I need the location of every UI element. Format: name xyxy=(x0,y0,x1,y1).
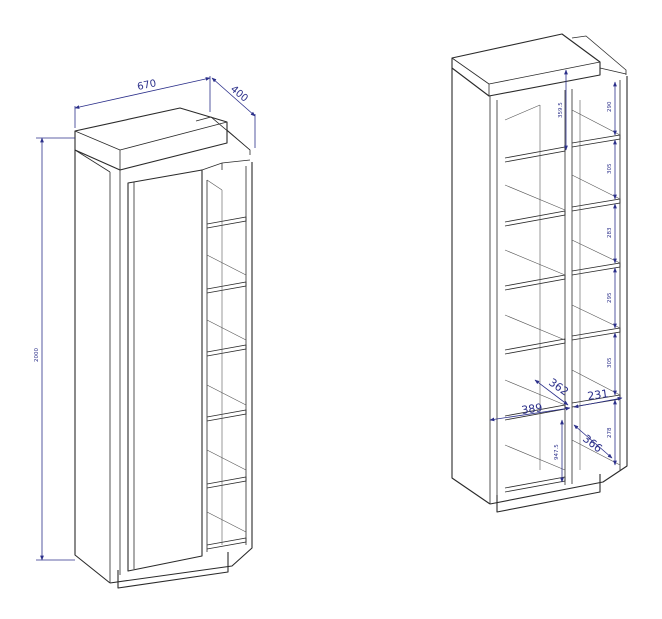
right-left-shelves xyxy=(504,146,566,493)
right-width-dims: 389 231 xyxy=(489,387,623,422)
shelf-label-5: 305 xyxy=(607,357,613,368)
shelf-label-4: 295 xyxy=(607,292,613,303)
left-door xyxy=(127,169,203,572)
left-shelves xyxy=(206,216,247,550)
shelf-label-6: 278 xyxy=(607,427,613,438)
inner-depth-left: 362 xyxy=(546,376,571,399)
left-bottom-label: 947.5 xyxy=(554,444,560,460)
dim-depth: 400 xyxy=(211,77,256,148)
left-plinth xyxy=(117,552,229,589)
right-shelf-dims: 290 305 283 295 305 278 xyxy=(607,81,617,466)
right-cabinet: 290 305 283 295 305 278 359.5 947.5 389 … xyxy=(451,33,628,513)
dim-width: 670 xyxy=(74,76,211,128)
width-label: 670 xyxy=(136,78,157,93)
right-left-col-dims: 359.5 947.5 xyxy=(554,69,568,483)
height-label: 2000 xyxy=(34,348,40,362)
shelf-label-3: 283 xyxy=(607,227,613,238)
shelf-label-1: 290 xyxy=(607,101,613,112)
left-top-slab xyxy=(74,107,228,171)
right-top-slab xyxy=(451,33,601,97)
inner-width-right: 231 xyxy=(587,387,610,403)
left-cabinet: 670 400 2000 xyxy=(34,76,256,589)
inner-depth-right: 366 xyxy=(580,432,605,455)
left-top-label: 359.5 xyxy=(558,102,564,118)
left-shelf-back-lines xyxy=(206,179,247,545)
dim-height: 2000 xyxy=(34,137,75,561)
shelf-label-2: 305 xyxy=(607,163,613,174)
right-plinth xyxy=(496,474,601,513)
